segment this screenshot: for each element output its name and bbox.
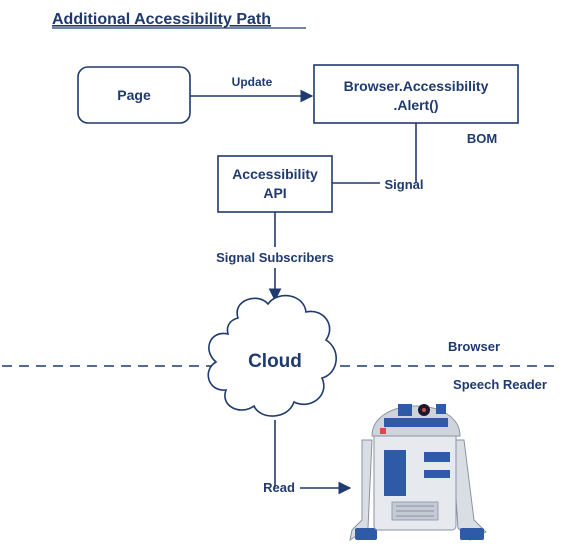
browser-zone-label: Browser bbox=[448, 339, 500, 354]
browser-alert-label-line1: Browser.Accessibility bbox=[344, 78, 489, 94]
signal-label: Signal bbox=[384, 177, 423, 192]
page-node-label: Page bbox=[117, 87, 151, 103]
signal-subscribers-label: Signal Subscribers bbox=[216, 250, 334, 265]
robot-icon bbox=[349, 404, 487, 542]
read-label: Read bbox=[263, 480, 295, 495]
update-label: Update bbox=[232, 75, 273, 89]
bom-label: BOM bbox=[467, 131, 497, 146]
accessibility-api-label-line2: API bbox=[263, 185, 286, 201]
cloud-label: Cloud bbox=[248, 351, 302, 372]
page-node bbox=[77, 66, 191, 124]
accessibility-api-label-line1: Accessibility bbox=[232, 166, 318, 182]
accessibility-api-node bbox=[217, 155, 333, 213]
cloud-node bbox=[207, 294, 337, 417]
speech-reader-zone-label: Speech Reader bbox=[453, 377, 547, 392]
browser-alert-label-line2: .Alert() bbox=[393, 97, 438, 113]
browser-accessibility-alert-node bbox=[313, 64, 519, 124]
diagram-title: Additional Accessibility Path bbox=[52, 11, 271, 28]
